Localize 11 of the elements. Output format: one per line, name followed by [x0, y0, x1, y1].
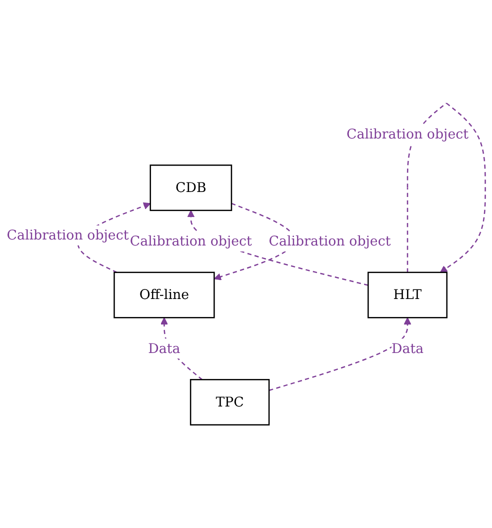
edge-label: Data: [391, 340, 424, 356]
edge-label: Calibration object: [268, 233, 391, 249]
arrow: [268, 317, 412, 391]
edge-label: Calibration object: [346, 126, 469, 142]
edge-label: Calibration object: [6, 226, 129, 243]
node-box: CDB: [150, 164, 232, 212]
edge-label: Calibration object: [130, 233, 252, 249]
node-box: TPC: [190, 378, 270, 426]
edge-label: Data: [148, 340, 180, 356]
node-box: HLT: [368, 272, 448, 318]
node-box: Off-line: [114, 272, 215, 318]
